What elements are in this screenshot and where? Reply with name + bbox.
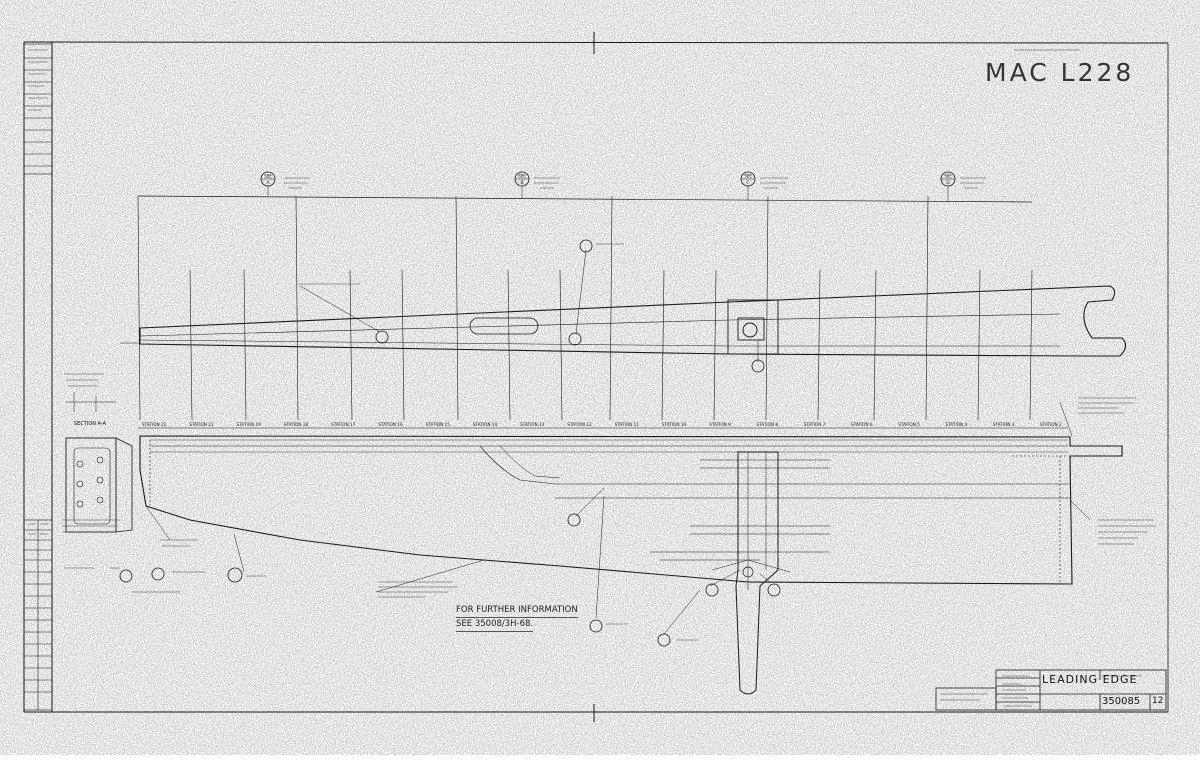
fitting-hole xyxy=(742,322,758,338)
fastener-hole xyxy=(96,496,104,504)
station-label: STATION 6 xyxy=(851,422,873,427)
balloon-sub: D xyxy=(946,180,950,186)
station-tick xyxy=(295,195,299,421)
handwritten-notes xyxy=(28,49,1156,707)
station-label: STATION 17 xyxy=(331,422,356,427)
fastener-hole xyxy=(76,500,84,508)
parts-list-block xyxy=(23,519,53,711)
station-tick xyxy=(137,195,141,421)
spar-outline xyxy=(139,285,1127,357)
spar-centerline xyxy=(139,313,1061,337)
station-label: STATION 16 xyxy=(378,422,403,427)
callout-circles xyxy=(119,239,781,647)
station-tick xyxy=(243,269,247,421)
station-label: STATION 4 xyxy=(945,422,967,427)
station-label: STATION 5 xyxy=(898,422,920,427)
station-tick xyxy=(349,269,353,421)
sheet-number: 12 xyxy=(1152,696,1164,706)
fastener-hole xyxy=(76,460,84,468)
station-label: STATION 8 xyxy=(756,422,778,427)
balloon-sub: A xyxy=(266,180,270,186)
station-tick xyxy=(873,269,877,421)
station-label: STATION 21 xyxy=(189,422,214,427)
station-label: STATION 9 xyxy=(709,422,731,427)
revision-block xyxy=(23,43,53,175)
station-label: STATION 2 xyxy=(1040,422,1062,427)
station-label: STATION 10 xyxy=(662,422,687,427)
station-tick xyxy=(1029,269,1033,421)
bolt-hole-2 xyxy=(568,332,582,346)
station-label: STATION 22 xyxy=(142,422,167,427)
balloon-label: SEE xyxy=(518,174,526,179)
support-strut xyxy=(735,451,779,695)
slot-cutout xyxy=(469,317,539,335)
station-tick xyxy=(401,269,405,421)
station-label: STATION 19 xyxy=(237,422,262,427)
mac-number: MAC L228 xyxy=(985,58,1135,87)
station-label: STATION 15 xyxy=(426,422,451,427)
balloon-label: SEE xyxy=(744,174,752,179)
station-tick xyxy=(977,269,981,421)
station-tick xyxy=(925,195,929,421)
spar-lower-edge xyxy=(139,339,1060,347)
fastener-hole xyxy=(96,476,104,484)
fitting-plate xyxy=(737,317,765,341)
balloon-sub: C xyxy=(746,180,749,186)
station-tick xyxy=(559,269,563,421)
station-label: STATION 3 xyxy=(993,422,1015,427)
station-label: STATION 11 xyxy=(615,422,640,427)
station-label: STATION 18 xyxy=(284,422,309,427)
station-label: STATION 14 xyxy=(473,422,498,427)
fastener-hole xyxy=(76,480,84,488)
station-tick xyxy=(661,269,665,421)
station-tick xyxy=(817,269,821,421)
station-tick xyxy=(765,195,769,421)
station-ticks xyxy=(137,195,1033,421)
section-label: SECTION A-A xyxy=(74,421,107,427)
datum-line xyxy=(137,195,1033,203)
station-tick xyxy=(455,195,459,421)
title-block xyxy=(935,669,1167,711)
balloon-sub: B xyxy=(520,180,523,186)
station-tick xyxy=(507,269,511,421)
further-info-line-1: FOR FURTHER INFORMATION xyxy=(456,604,578,618)
station-label: STATION 7 xyxy=(804,422,826,427)
drawing-title: LEADING EDGE xyxy=(1042,673,1138,686)
fastener-hole xyxy=(96,456,104,464)
drawing-number: 350085 xyxy=(1102,696,1141,707)
bracket-lines xyxy=(650,459,830,561)
station-label: STATION 12 xyxy=(567,422,592,427)
further-info-line-2: SEE 35008/3H-68. xyxy=(456,618,534,632)
balloon-label: SEE xyxy=(264,174,272,179)
bolt-hole-1 xyxy=(375,330,389,344)
section-fastener-holes xyxy=(76,456,104,508)
balloon-label: SEE xyxy=(944,174,952,179)
station-label: STATION 13 xyxy=(520,422,545,427)
further-information-note: FOR FURTHER INFORMATION SEE 35008/3H-68. xyxy=(456,604,578,632)
border-top xyxy=(23,41,1169,44)
station-labels: STATION 22 STATION 21 STATION 19 STATION 18… xyxy=(142,422,1062,427)
strut-pivot xyxy=(742,566,754,578)
leader-lines xyxy=(145,186,1091,635)
station-tick xyxy=(609,195,613,421)
fitting-block xyxy=(727,299,779,355)
station-tick xyxy=(713,269,717,421)
